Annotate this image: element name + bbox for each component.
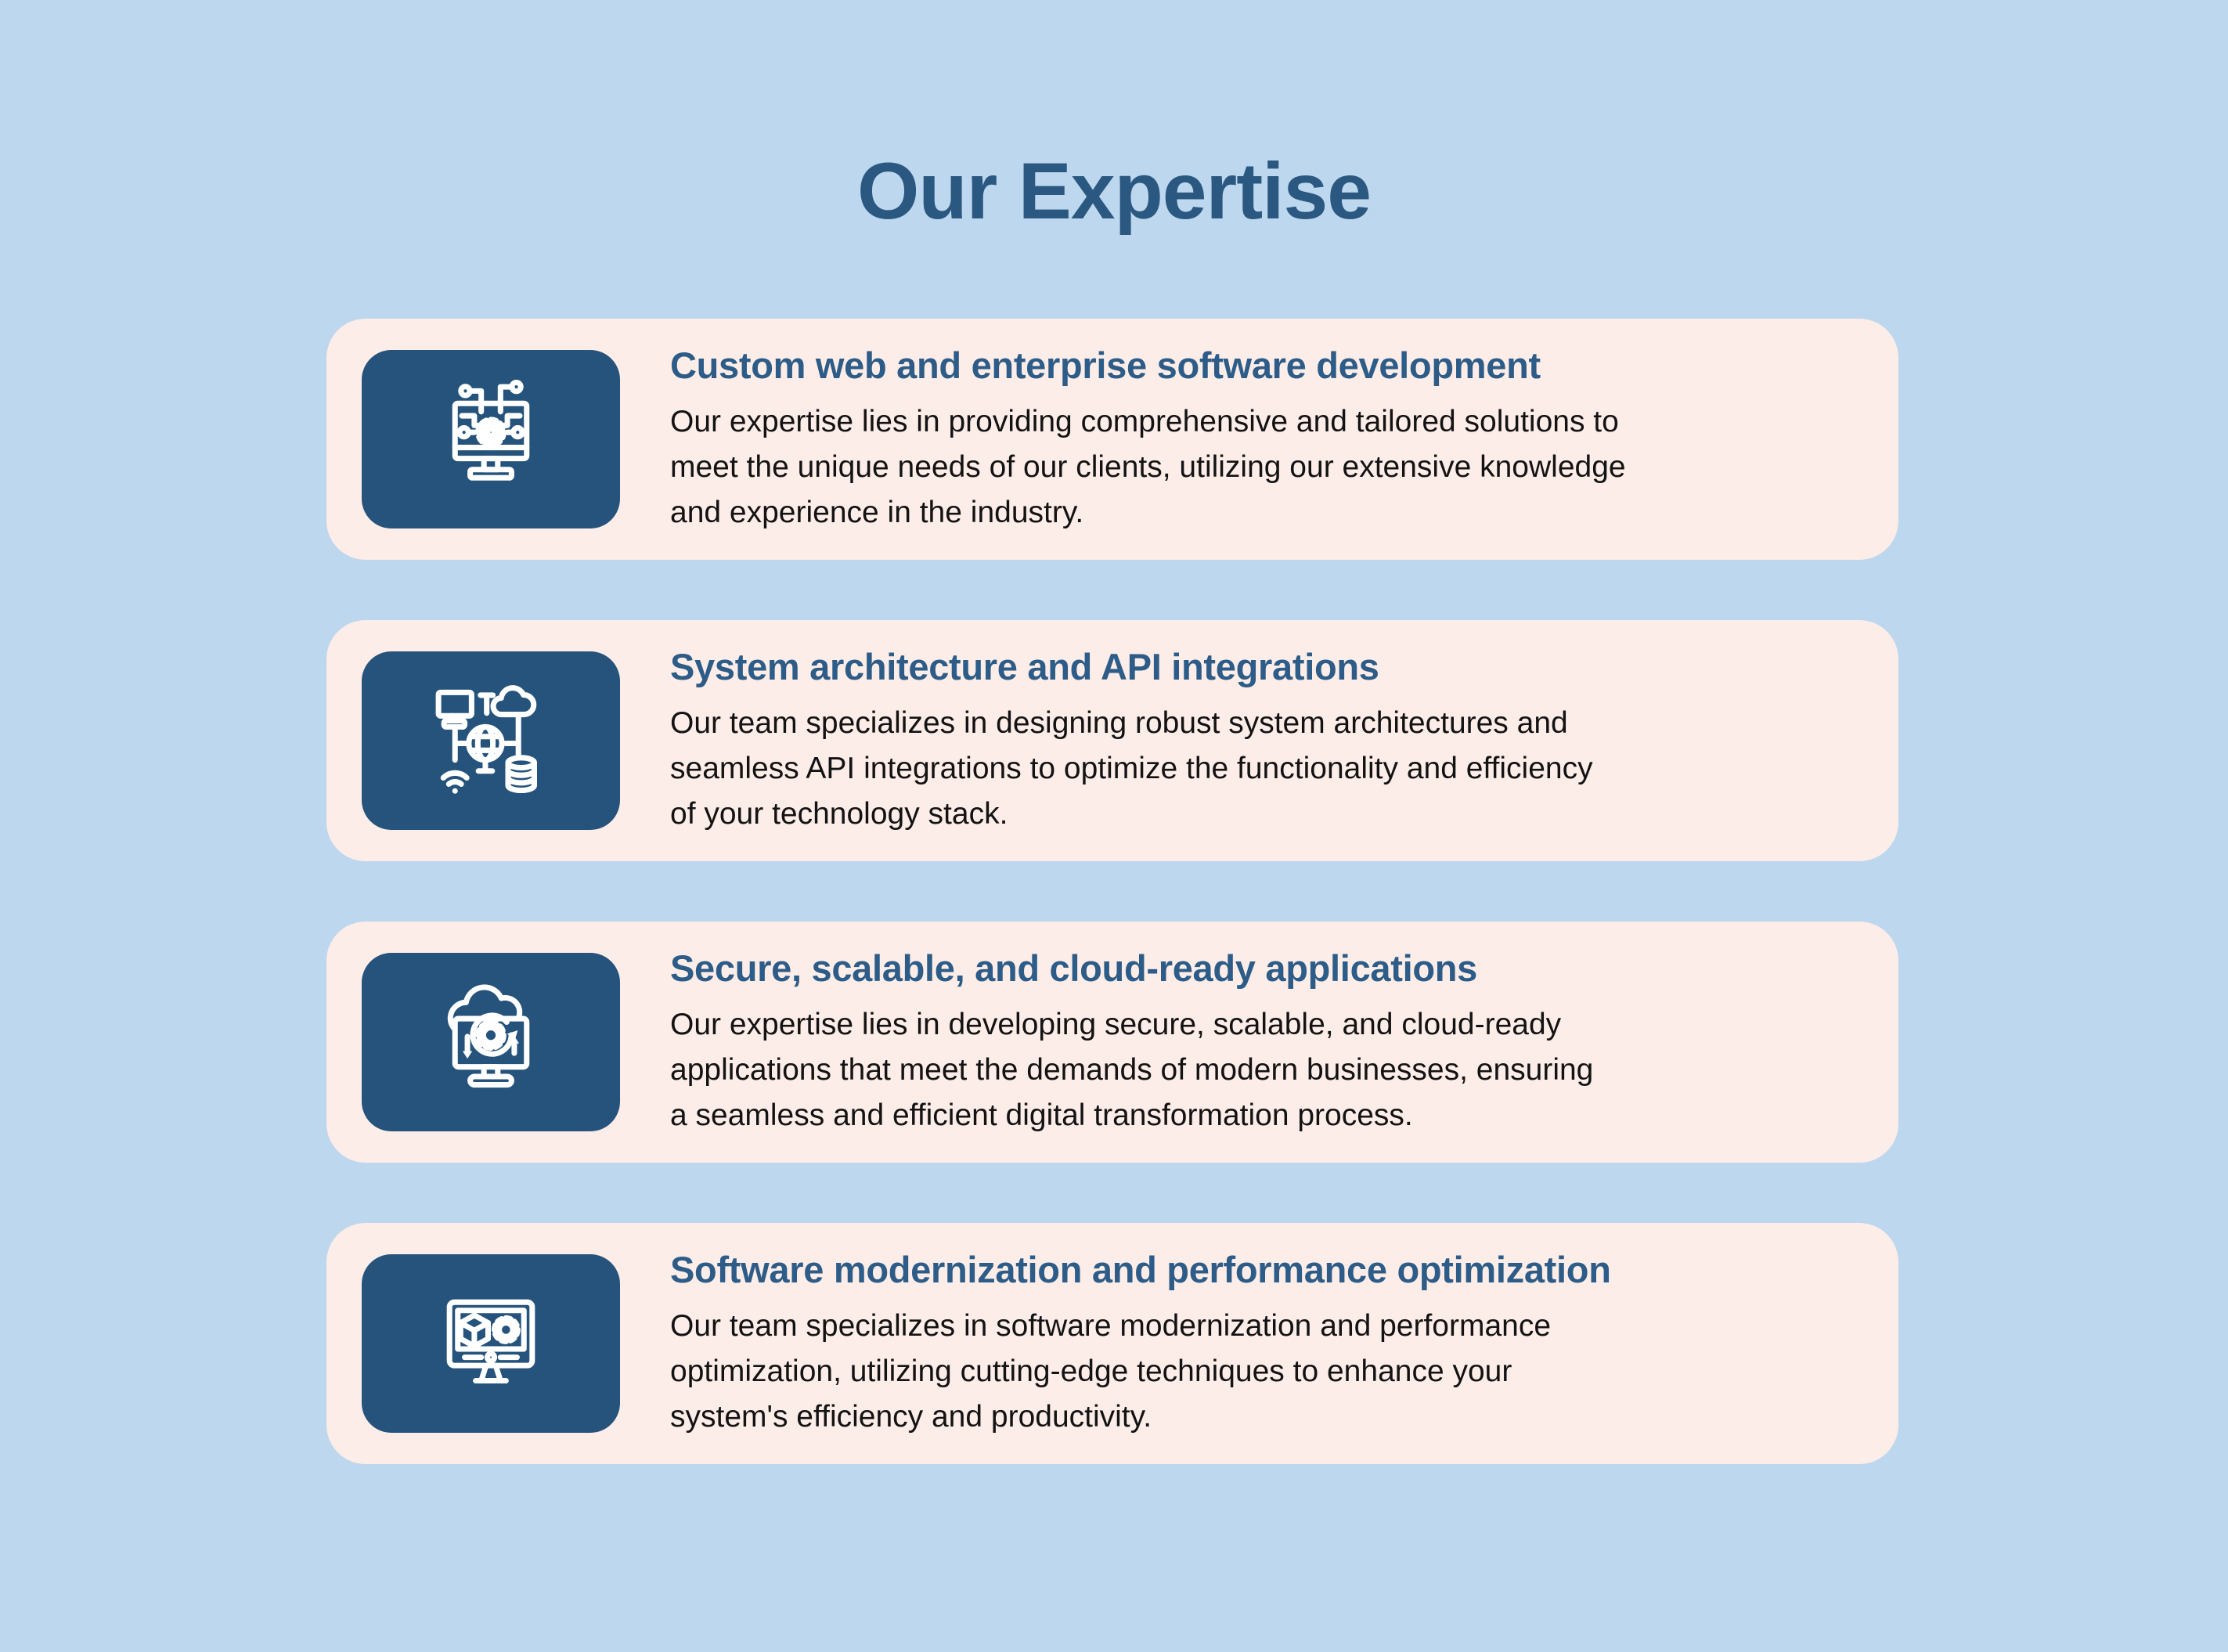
cloud-sync-monitor-icon [447,984,530,1088]
expertise-card-custom-software: Custom web and enterprise software devel… [326,319,1898,560]
card-title: Custom web and enterprise software devel… [670,344,1541,386]
page-title: Our Expertise [857,146,1372,236]
card-description: Our expertise lies in providing comprehe… [670,404,1626,529]
icon-tile [362,1254,620,1433]
card-description: Our team specializes in designing robust… [670,705,1593,831]
card-text: Custom web and enterprise software devel… [670,344,1657,536]
card-text: System architecture and API integrations… [670,645,1624,837]
icon-tile [362,651,620,830]
expertise-card-system-architecture: System architecture and API integrations… [326,620,1898,861]
circuit-monitor-icon [452,379,530,481]
icon-tile [362,953,620,1131]
card-text: Software modernization and performance o… [670,1248,1642,1440]
card-title: Secure, scalable, and cloud-ready applic… [670,947,1478,989]
expertise-card-modernization: Software modernization and performance o… [326,1223,1898,1464]
network-architecture-icon [435,685,537,794]
card-text: Secure, scalable, and cloud-ready applic… [670,947,1624,1138]
card-title: Software modernization and performance o… [670,1248,1611,1290]
card-title: System architecture and API integrations [670,645,1379,687]
expertise-card-list: Custom web and enterprise software devel… [326,319,1898,1464]
icon-tile [362,350,620,528]
cube-gear-monitor-icon [446,1299,535,1384]
card-description: Our expertise lies in developing secure,… [670,1007,1594,1132]
card-description: Our team specializes in software moderni… [670,1308,1552,1434]
expertise-card-cloud-ready: Secure, scalable, and cloud-ready applic… [326,922,1898,1163]
